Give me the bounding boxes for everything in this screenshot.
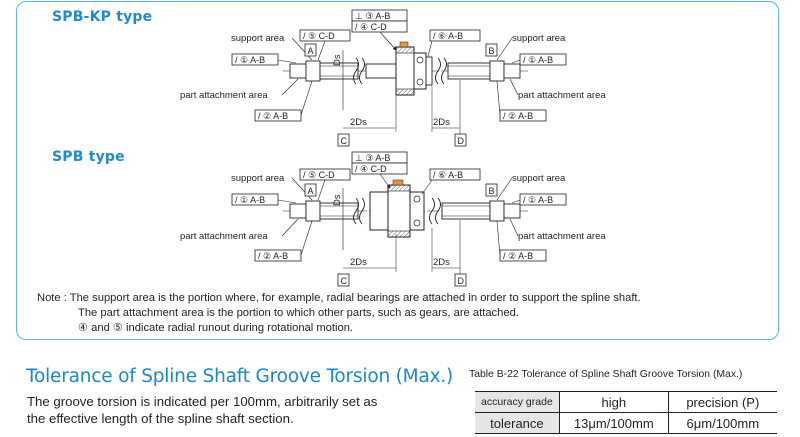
spb-2ds-right: 2Ds (433, 257, 450, 268)
spb-fcf-left-2: / ② A-B (258, 251, 288, 261)
spb-attach-right-label: part attachment area (518, 231, 606, 242)
spb-fcf-left-1: / ① A-B (235, 195, 265, 205)
note-line-3: ④ and ⑤ indicate radial runout during ro… (78, 322, 354, 334)
note-line-1: Note : The support area is the portion w… (37, 292, 641, 304)
row-tolerance-label: tolerance (475, 412, 560, 434)
section-paragraph: The groove torsion is indicated per 100m… (27, 393, 377, 427)
spb-fcf-left-support: / ⑤ C-D (303, 170, 335, 180)
spb-fcf-right-support: / ⑥ A-B (433, 170, 463, 180)
spbkp-fcf-right-support: / ⑥ A-B (433, 31, 463, 41)
spbkp-2ds-left: 2Ds (350, 117, 367, 128)
spb-datum-b: B (489, 186, 495, 196)
spb-datum-a: A (308, 186, 314, 196)
spb-fcf-top2: / ④ C-D (355, 164, 387, 174)
spbkp-fcf-right-1: / ① A-B (523, 55, 553, 65)
paragraph-line-2: the effective length of the spline shaft… (27, 411, 294, 426)
spb-support-left-label: support area (231, 173, 285, 184)
spb-attach-left-label: part attachment area (180, 231, 268, 242)
header-high: high (558, 391, 669, 413)
spbkp-fcf-top1: ⊥ ③ A-B (355, 11, 390, 21)
cell-precision-value: 6μm/100mm (667, 412, 777, 434)
spbkp-datum-c: C (341, 136, 348, 146)
cell-high-value: 13μm/100mm (558, 412, 669, 434)
spbkp-support-left-label: support area (231, 33, 285, 44)
spbkp-fcf-left-2: / ② A-B (258, 111, 288, 121)
paragraph-line-1: The groove torsion is indicated per 100m… (27, 394, 378, 409)
header-precision: precision (P) (667, 391, 777, 413)
spbkp-datum-d: D (458, 136, 465, 146)
spbkp-attach-right-label: part attachment area (518, 90, 606, 101)
spbkp-ds-label: Ds (332, 54, 343, 66)
spb-2ds-left: 2Ds (350, 257, 367, 268)
spb-fcf-top1: ⊥ ③ A-B (355, 153, 390, 163)
spbkp-fcf-left-support: / ⑤ C-D (303, 31, 335, 41)
spbkp-fcf-top2: / ④ C-D (355, 22, 387, 32)
note-line-2: The part attachment area is the portion … (78, 307, 519, 319)
spec-panel (16, 1, 779, 340)
spbkp-diagram: support area support area A B ⊥ ③ A-B / … (180, 9, 606, 147)
table-caption: Table B-22 Tolerance of Spline Shaft Gro… (469, 369, 743, 380)
spbkp-datum-b: B (489, 46, 495, 56)
spbkp-title: SPB-KP type (52, 9, 153, 25)
spb-datum-c: C (341, 276, 348, 286)
section-heading: Tolerance of Spline Shaft Groove Torsion… (26, 366, 454, 387)
shaft-diagrams: support area support area A B ⊥ ③ A-B / … (180, 9, 606, 287)
spbkp-support-right-label: support area (512, 33, 566, 44)
spb-fcf-right-1: / ① A-B (523, 195, 553, 205)
spbkp-datum-a: A (308, 46, 314, 56)
spb-support-right-label: support area (512, 173, 566, 184)
seal-mark (392, 179, 404, 186)
spb-ds-label: Ds (332, 194, 343, 206)
tolerance-table: accuracy grade high precision (P) tolera… (475, 391, 777, 434)
spbkp-2ds-right: 2Ds (433, 117, 450, 128)
table-row: tolerance 13μm/100mm 6μm/100mm (475, 412, 777, 434)
spbkp-fcf-left-1: / ① A-B (235, 55, 265, 65)
spb-diagram: support area support area A B ⊥ ③ A-B / … (180, 151, 606, 287)
spb-fcf-right-2: / ② A-B (503, 251, 533, 261)
spbkp-fcf-right-2: / ② A-B (503, 111, 533, 121)
spb-datum-d: D (458, 276, 465, 286)
seal-mark (399, 41, 409, 48)
spb-title: SPB type (52, 149, 125, 165)
header-accuracy-grade: accuracy grade (475, 391, 560, 413)
spbkp-attach-left-label: part attachment area (180, 90, 268, 101)
table-header-row: accuracy grade high precision (P) (475, 391, 777, 413)
